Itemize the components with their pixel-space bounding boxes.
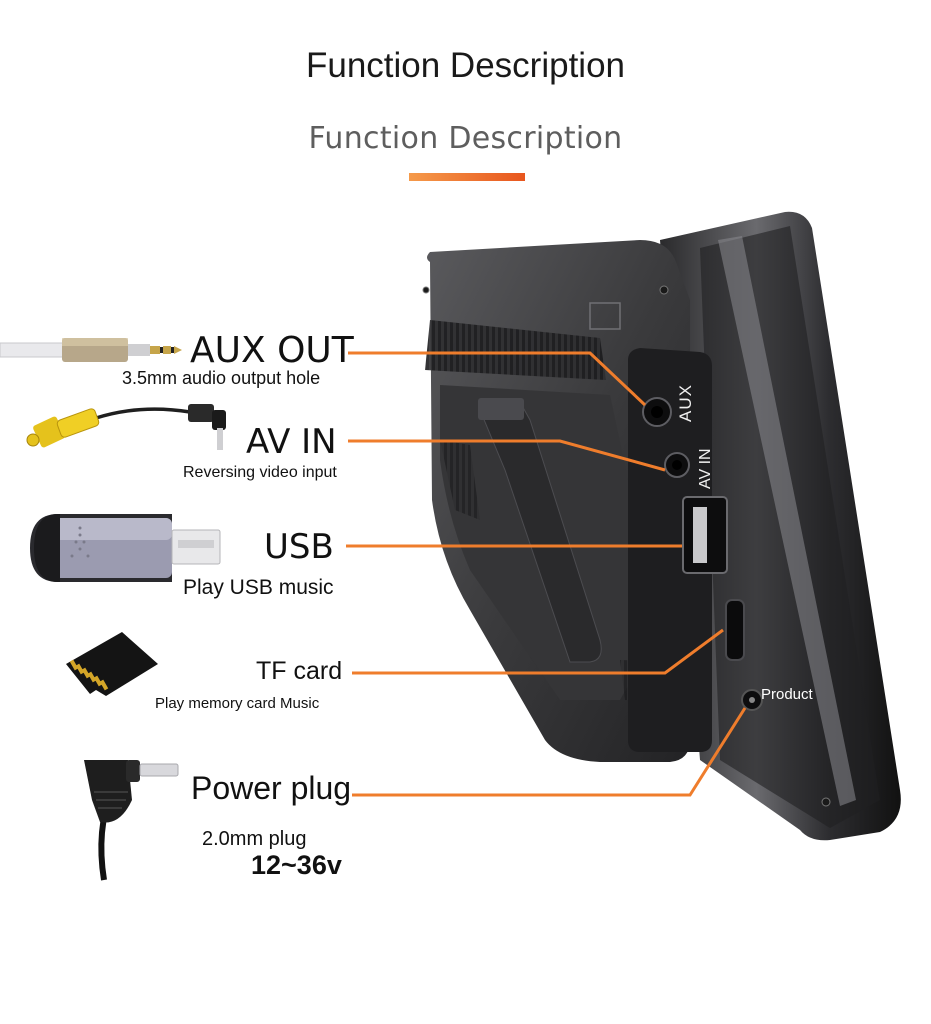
aux-port-label: AUX	[676, 384, 695, 422]
usb-caption: Play USB music	[183, 576, 334, 599]
aux-out-caption: 3.5mm audio output hole	[122, 368, 321, 388]
avin-port-label: AV IN	[697, 448, 714, 489]
power-plug-caption: 2.0mm plug	[202, 828, 307, 850]
usb-label: USB	[264, 527, 334, 567]
top-vent	[425, 320, 606, 380]
tf-card-caption: Play memory card Music	[155, 695, 320, 712]
product-label: Product	[761, 686, 813, 703]
leader-lines	[346, 351, 747, 797]
page-subtitle: Function Description	[308, 121, 623, 156]
sd-card-icon	[66, 632, 158, 696]
av-in-label: AV IN	[246, 422, 337, 462]
dc-plug-icon	[84, 760, 179, 881]
usb-drive-icon	[30, 514, 221, 582]
power-plug-voltage: 12~36v	[251, 850, 342, 880]
page-title: Function Description	[305, 46, 626, 85]
aux-out-label: AUX OUT	[190, 330, 354, 371]
audio-jack-icon	[0, 338, 182, 362]
power-plug-label: Power plug	[191, 770, 352, 806]
port-panel	[628, 348, 712, 752]
tf-card-label: TF card	[256, 657, 343, 685]
tf-slot	[725, 599, 745, 661]
title-accent-bar	[409, 173, 525, 181]
mount-bracket	[479, 401, 602, 663]
rca-cable-icon	[26, 404, 226, 450]
av-in-caption: Reversing video input	[183, 464, 337, 481]
